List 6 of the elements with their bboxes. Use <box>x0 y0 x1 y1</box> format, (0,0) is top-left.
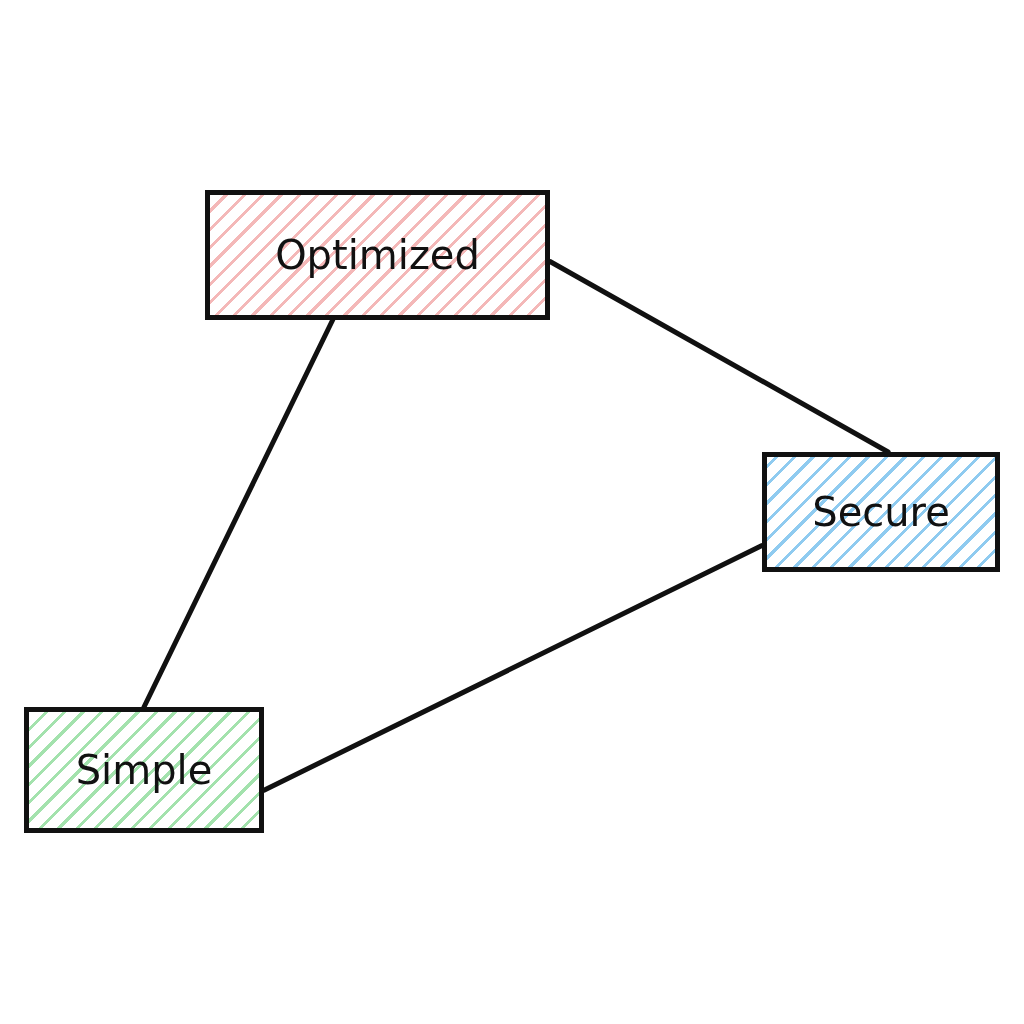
box-label: Secure <box>812 489 950 535</box>
box-label: Simple <box>75 747 213 793</box>
box-label: Optimized <box>275 232 480 278</box>
process-box <box>205 190 550 320</box>
process-box <box>762 452 1000 572</box>
process-box <box>24 707 264 833</box>
